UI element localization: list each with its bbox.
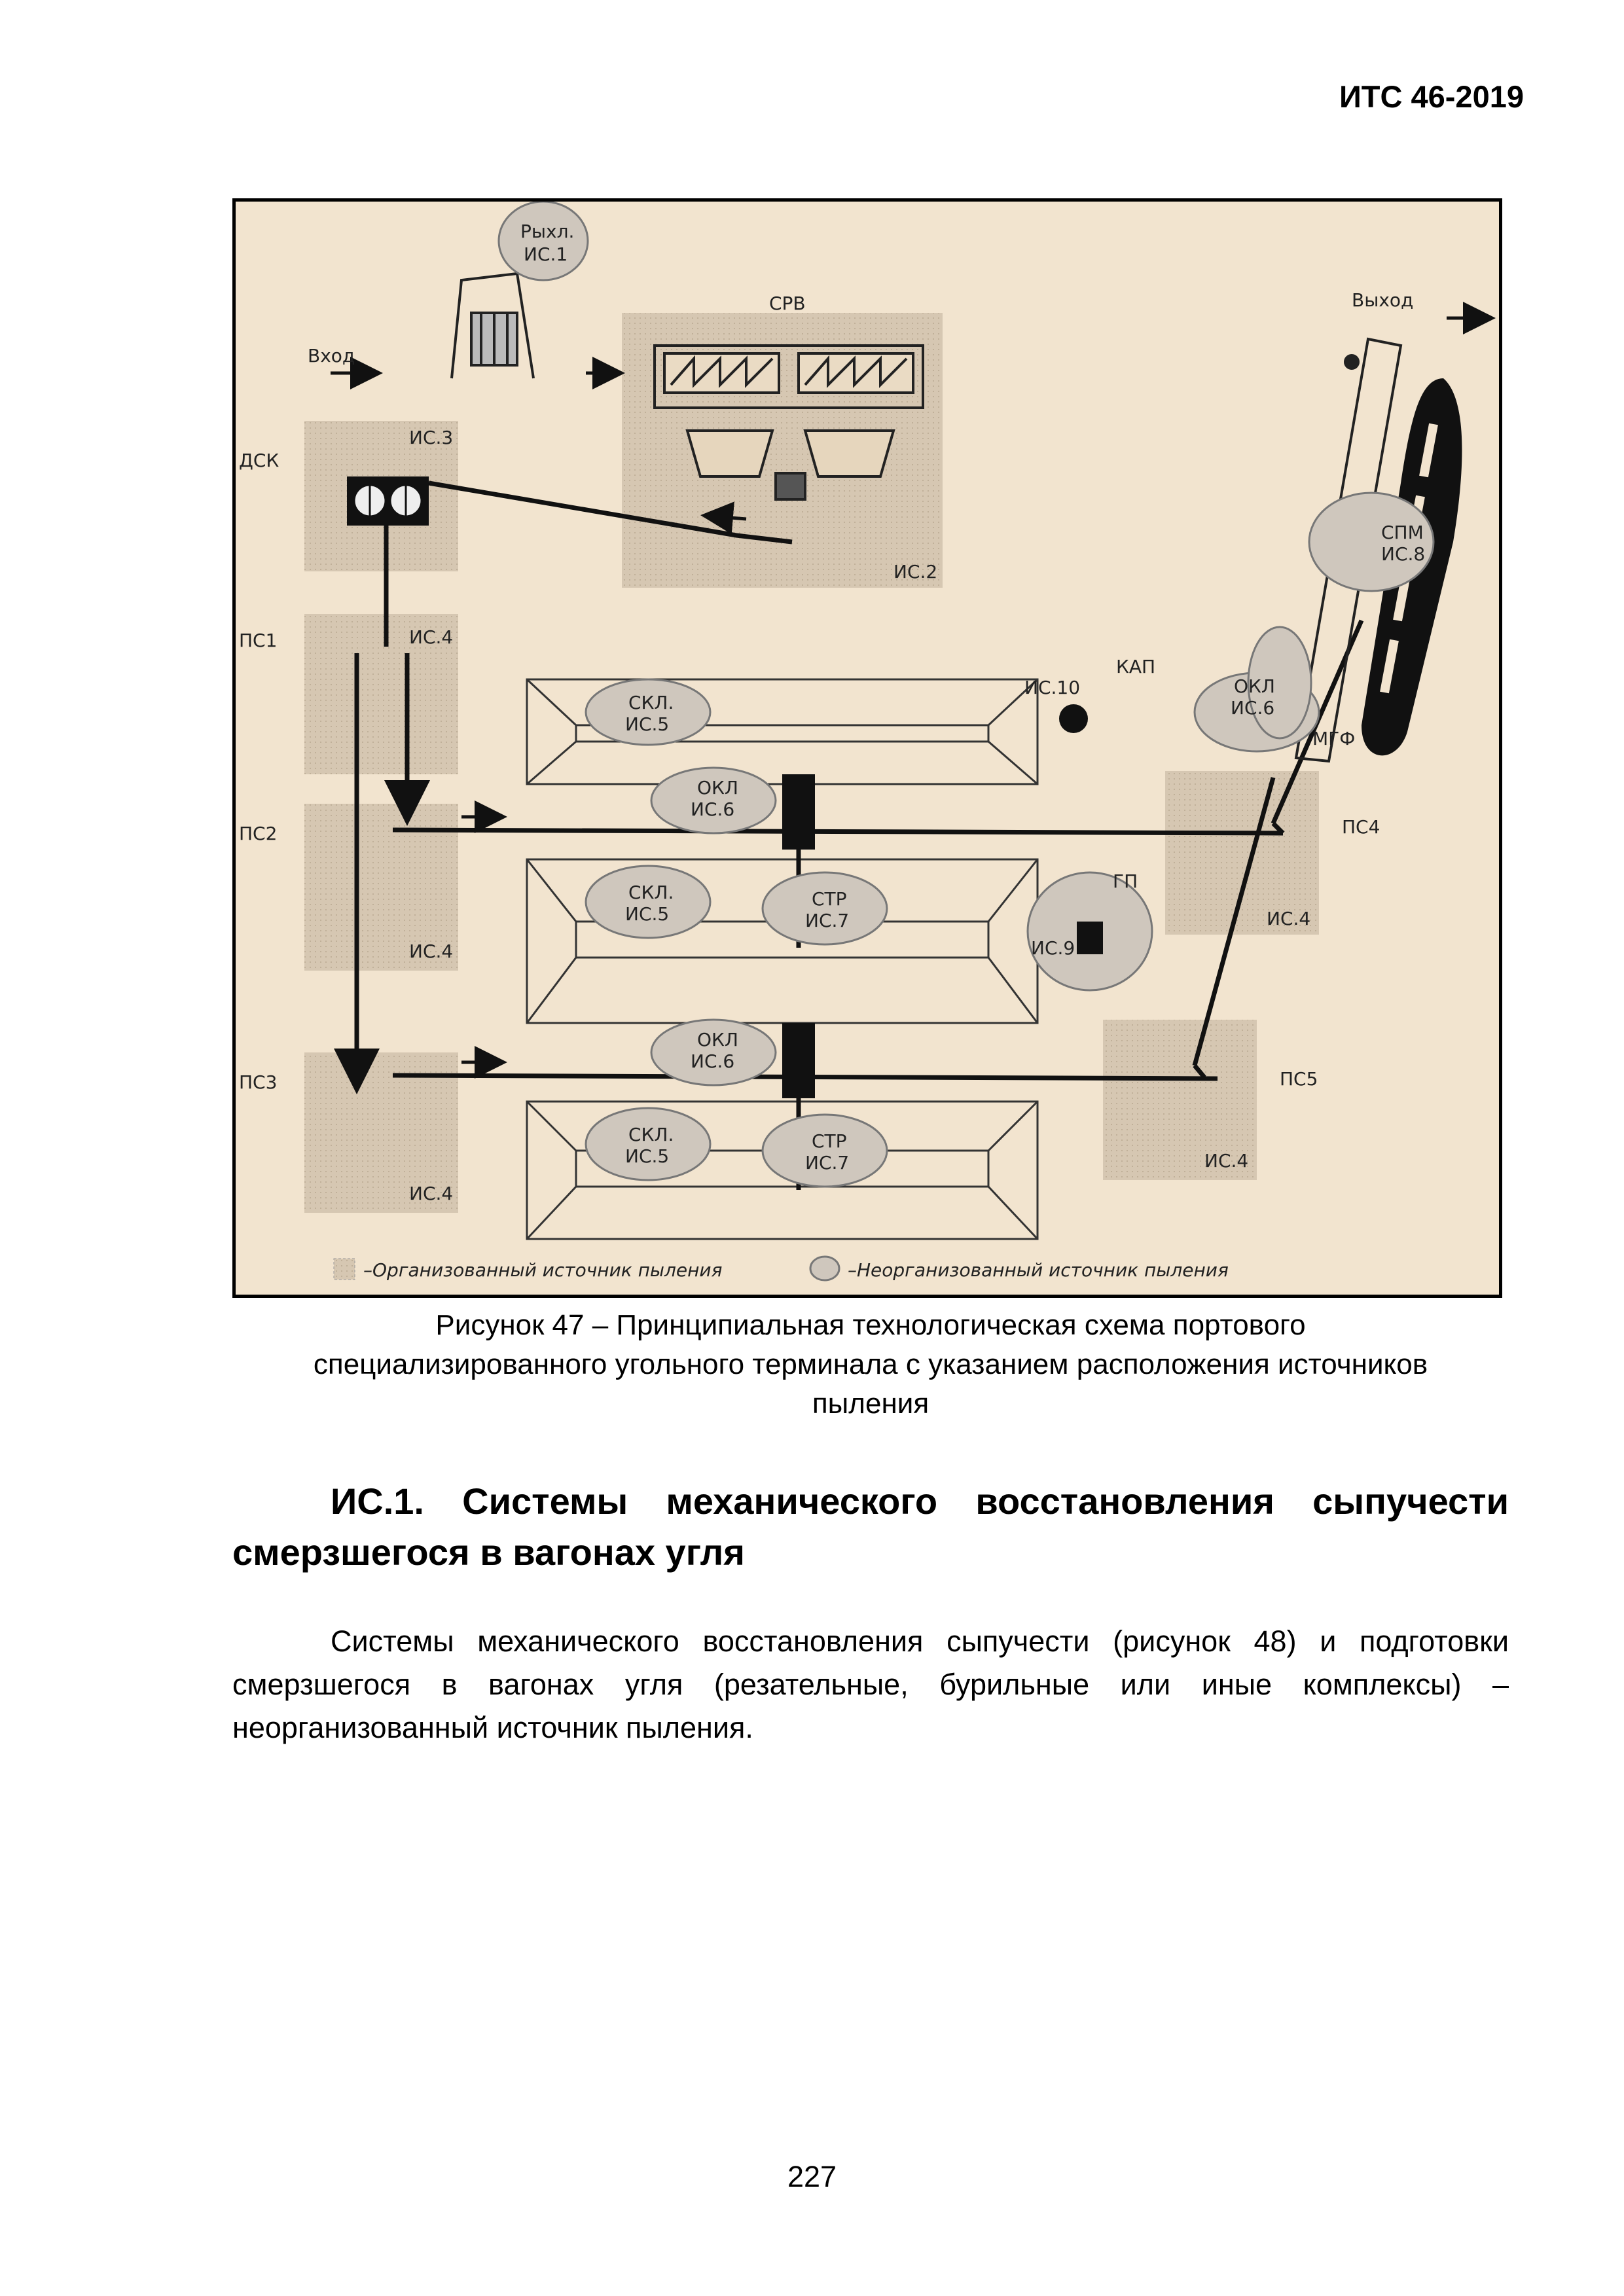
cloud-is5-3: ИС.5: [625, 1145, 669, 1167]
ps4-zone: [1165, 771, 1319, 935]
ps2-label: ПС2: [239, 823, 277, 844]
cloud-is5-1: ИС.5: [625, 713, 669, 735]
ps3-zone: [304, 1052, 458, 1213]
legend-unorganized: –Неорганизованный источник пыления: [848, 1259, 1229, 1281]
cloud-skl-3: СКЛ.: [628, 1124, 674, 1145]
cloud-is6-2: ИС.6: [691, 1050, 734, 1072]
cloud-is7-1: ИС.7: [805, 910, 849, 931]
figure-caption: Рисунок 47 – Принципиальная технологичес…: [232, 1306, 1509, 1424]
ps5-label: ПС5: [1280, 1068, 1318, 1090]
cloud-is7-2: ИС.7: [805, 1152, 849, 1174]
kap-label: КАП: [1116, 656, 1155, 677]
ps3-label: ПС3: [239, 1071, 277, 1093]
berth: [1294, 337, 1403, 763]
stacker-reclaimer-2: [782, 1023, 815, 1098]
entry-label: Вход: [308, 345, 355, 367]
car-dumper: [653, 344, 924, 501]
is2-label: ИС.2: [893, 561, 937, 583]
cloud-is6-3: ИС.6: [1231, 697, 1274, 719]
caption-line-3: пыления: [812, 1388, 929, 1420]
crane-icon: [1077, 922, 1103, 954]
terminal-scheme-figure: Вход Выход СРВ ДСК ПС1 ПС2 ПС3 ПС4 ПС5 К…: [232, 198, 1502, 1298]
document-code: ИТС 46-2019: [1339, 79, 1524, 114]
stacker-reclaimer-1: [782, 774, 815, 850]
mgf-label: МГФ: [1312, 728, 1355, 749]
crusher-device: [347, 476, 429, 526]
is4-label-ps3: ИС.4: [409, 1183, 453, 1204]
cloud-okl-1: ОКЛ: [697, 777, 738, 798]
caption-line-2: специализированного угольного терминала …: [313, 1348, 1428, 1380]
flow-arrows: [331, 302, 1496, 1079]
cloud-skl-2: СКЛ.: [628, 882, 674, 903]
legend-organized: –Организованный источник пыления: [363, 1259, 722, 1281]
stockpile-1: [526, 678, 1039, 785]
cloud-is8: ИС.8: [1381, 543, 1425, 565]
page-number: 227: [787, 2160, 837, 2193]
clouds: [497, 202, 1435, 1188]
caption-line-1: Рисунок 47 – Принципиальная технологичес…: [435, 1309, 1306, 1341]
cloud-is5-2: ИС.5: [625, 903, 669, 925]
exit-label: Выход: [1352, 289, 1413, 311]
cloud-skl-1: СКЛ.: [628, 692, 674, 713]
is4-label-ps1: ИС.4: [409, 626, 453, 648]
cloud-is10: ИС.10: [1024, 677, 1080, 698]
ps1-label: ПС1: [239, 630, 277, 651]
cloud-is1: ИС.1: [524, 243, 568, 265]
is3-label: ИС.3: [409, 427, 453, 448]
ps1-zone: [304, 614, 458, 774]
srv-label: СРВ: [769, 293, 806, 314]
thawing-unit: [450, 272, 535, 379]
loader-icon: [1059, 704, 1088, 733]
cloud-str-1: СТР: [812, 888, 847, 910]
cloud-okl-3: ОКЛ: [1234, 675, 1275, 697]
is4-label-ps2: ИС.4: [409, 941, 453, 962]
legend-organized-swatch: [333, 1258, 355, 1280]
ps5-zone: [1103, 1020, 1257, 1180]
section-heading: ИС.1. Системы механического восстановлен…: [232, 1480, 1509, 1573]
legend: –Организованный источник пыления –Неорга…: [333, 1255, 1229, 1282]
legend-unorganized-swatch: [809, 1255, 840, 1282]
cloud-is9: ИС.9: [1031, 937, 1075, 959]
dsk-label: ДСК: [239, 450, 279, 471]
is4-label-ps4: ИС.4: [1267, 908, 1310, 929]
ps4-label: ПС4: [1342, 816, 1380, 838]
gp-label: ГП: [1113, 870, 1138, 892]
cloud-ryhl: Рыхл.: [520, 221, 574, 242]
is4-label-ps5: ИС.4: [1204, 1150, 1248, 1172]
cloud-str-2: СТР: [812, 1130, 847, 1152]
cloud-okl-2: ОКЛ: [697, 1029, 738, 1050]
cloud-is6-1: ИС.6: [691, 798, 734, 820]
cloud-spm: СПМ: [1381, 522, 1424, 543]
body-paragraph: Системы механического восстановления сып…: [232, 1624, 1509, 1744]
